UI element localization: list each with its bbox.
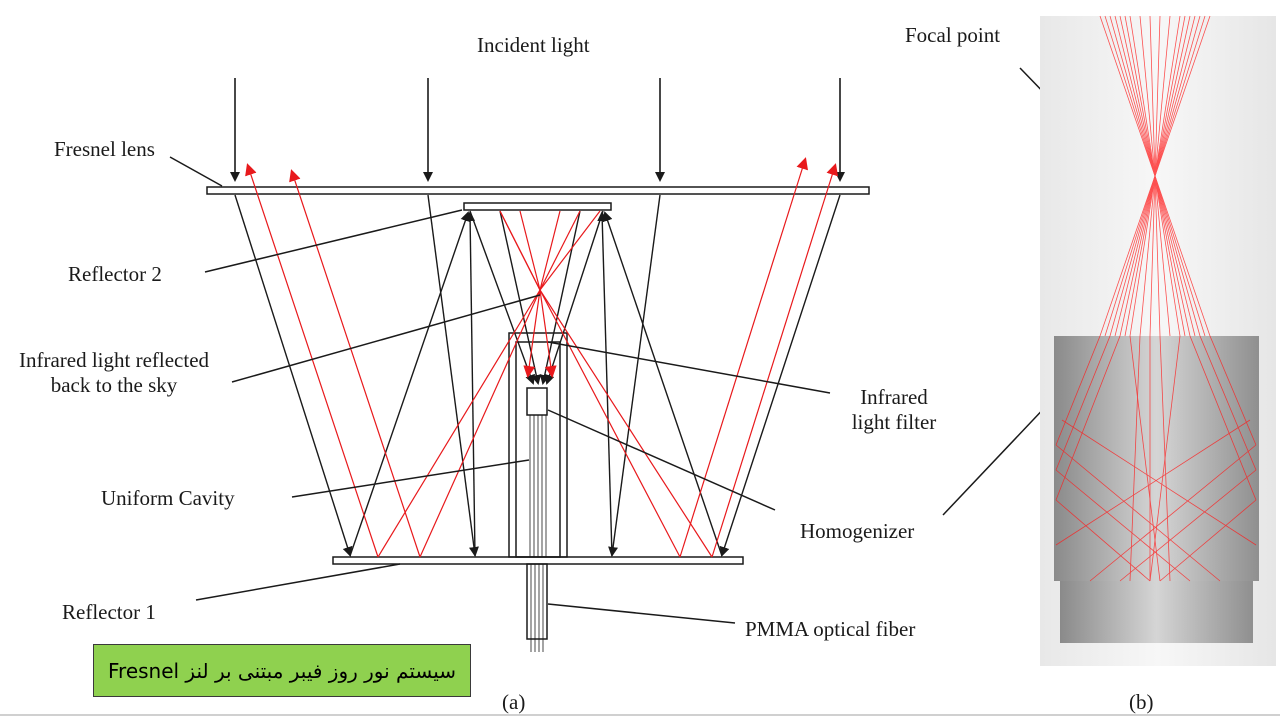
reflector-1-label: Reflector 1 — [62, 600, 156, 624]
infrared-rays — [245, 157, 839, 558]
bottom-divider — [0, 714, 1280, 716]
caption-box: سیستم نور روز فیبر مبتنی بر لنز Fresnel — [93, 644, 471, 697]
reflector-1 — [332, 556, 744, 565]
homogenizer-label: Homogenizer — [800, 519, 915, 543]
panel-a-label: (a) — [502, 690, 526, 714]
pmma-fiber — [526, 563, 548, 652]
pmma-fiber-label: PMMA optical fiber — [745, 617, 916, 641]
leader-lines — [169, 67, 1141, 624]
incident-light-label: Incident light — [477, 33, 590, 57]
infrared-filter-label: Infrared light filter — [838, 385, 950, 435]
incident-arrows — [230, 78, 845, 182]
panel-b-label: (b) — [1129, 690, 1154, 714]
infrared-filter-line1: Infrared — [860, 385, 928, 409]
visible-light-rays — [234, 194, 841, 557]
infrared-reflected-line1: Infrared light reflected — [18, 348, 210, 372]
focal-point-label: Focal point — [905, 23, 1001, 47]
fresnel-lens — [206, 186, 870, 195]
reflector-2-label: Reflector 2 — [68, 262, 162, 286]
infrared-reflected-line2: back to the sky — [50, 373, 178, 397]
infrared-reflected-label: Infrared light reflected back to the sky — [0, 348, 228, 398]
uniform-cavity-label: Uniform Cavity — [101, 486, 235, 510]
infrared-filter-line2: light filter — [851, 410, 937, 434]
fresnel-lens-label: Fresnel lens — [54, 137, 155, 161]
reflector-2 — [463, 202, 612, 211]
panel-b-simulation — [1040, 15, 1276, 666]
uniform-cavity — [508, 332, 568, 558]
